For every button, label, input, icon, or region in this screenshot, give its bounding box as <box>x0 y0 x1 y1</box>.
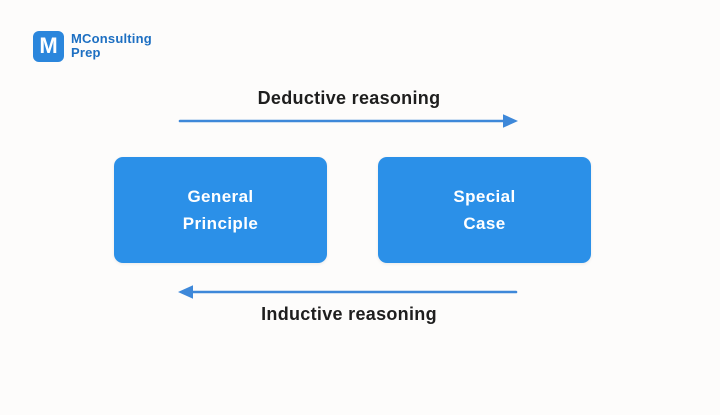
inductive-arrow-left <box>178 285 518 299</box>
logo-text: MConsulting Prep <box>71 31 152 60</box>
logo-text-line2: Prep <box>71 45 101 60</box>
m-logo-icon: M <box>33 31 64 62</box>
deductive-arrow-right <box>178 114 518 128</box>
general-principle-box: General Principle <box>114 157 327 263</box>
logo-text-line1: MConsulting <box>71 31 152 46</box>
special-case-label: Special Case <box>453 187 516 233</box>
mconsultingprep-logo: M MConsulting Prep <box>33 31 152 62</box>
left-arrowhead-icon <box>178 285 193 299</box>
inductive-reasoning-label: Inductive reasoning <box>261 304 437 324</box>
right-arrowhead-icon <box>503 114 518 128</box>
general-principle-label: General Principle <box>182 187 259 233</box>
special-case-box: Special Case <box>378 157 591 263</box>
deductive-reasoning-label: Deductive reasoning <box>257 88 441 108</box>
